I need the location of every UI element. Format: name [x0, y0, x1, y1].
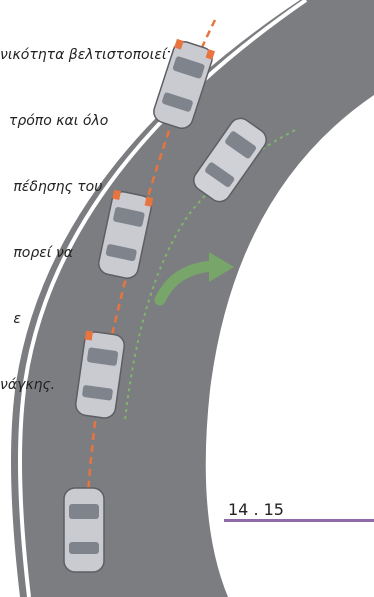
page-number: 14 . 15	[228, 500, 284, 519]
caption-line: νάγκης.	[0, 374, 170, 396]
caption-line: ε	[0, 308, 170, 330]
caption-line: τρόπο και όλο	[0, 110, 170, 132]
page-rule	[224, 519, 374, 522]
caption-line: πορεί να	[0, 242, 170, 264]
caption-line: νικότητα βελτιστοποιείται	[0, 44, 170, 66]
caption-text: νικότητα βελτιστοποιείται τρόπο και όλο …	[0, 0, 170, 418]
caption-line: πέδησης του	[0, 176, 170, 198]
car-4	[64, 488, 104, 572]
